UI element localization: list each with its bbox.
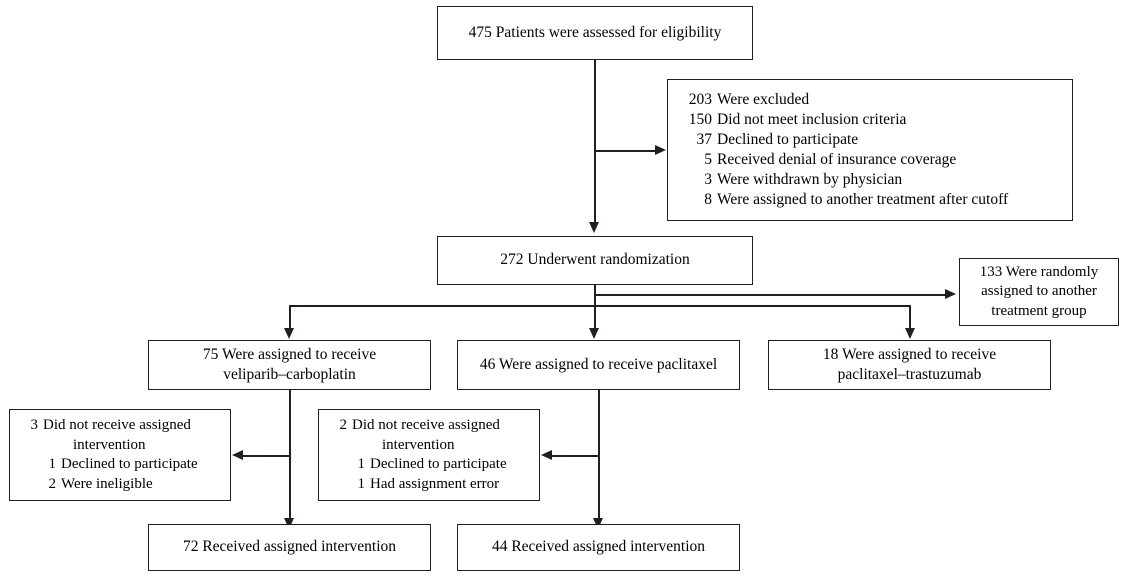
excluded-reason-row: 5 Received denial of insurance coverage xyxy=(678,150,1064,170)
arrowhead-to-arm-paclitaxel-trastuzumab xyxy=(904,328,915,339)
connector-drop-arm-paclitaxel-trastuzumab xyxy=(909,305,911,330)
arrowhead-to-arm-paclitaxel xyxy=(589,328,600,339)
excluded-reason-row: 37 Declined to participate xyxy=(678,130,1064,150)
connector-to-excluded xyxy=(594,150,660,152)
dnr-paclitaxel-reason-row: 1 Declined to participate xyxy=(329,455,531,475)
excluded-reason-row: 3 Were withdrawn by physician xyxy=(678,170,1064,190)
arm-paclitaxel-line1: 46 Were assigned to receive paclitaxel xyxy=(479,355,718,373)
connector-to-dnr-veliparib xyxy=(238,455,290,457)
dnr-veliparib-header-num: 3 xyxy=(30,417,39,433)
connector-to-other-group xyxy=(594,294,949,296)
enrollment-text: 475 Patients were assessed for eligibili… xyxy=(468,23,722,41)
connector-drop-arm-veliparib xyxy=(289,305,291,330)
other-group-line1: 133 Were randomly xyxy=(979,263,1099,280)
randomized-text: 272 Underwent randomization xyxy=(500,251,690,269)
dnr-veliparib-header-cont: intervention xyxy=(20,436,222,456)
dnr-veliparib-reason-num: 2 xyxy=(48,475,57,492)
dnr-veliparib-reason-num: 1 xyxy=(48,456,57,472)
node-dnr-veliparib: 3 Did not receive assigned intervention … xyxy=(9,409,231,501)
dnr-paclitaxel-reason-num: 1 xyxy=(357,456,366,472)
node-other-treatment-group: 133 Were randomly assigned to another tr… xyxy=(959,258,1119,326)
node-received-paclitaxel: 44 Received assigned intervention xyxy=(457,524,740,571)
node-randomized: 272 Underwent randomization xyxy=(437,236,753,285)
arrowhead-to-randomization xyxy=(589,222,600,233)
excluded-reason-label: Received denial of insurance coverage xyxy=(717,151,957,168)
connector-randomization-trunk xyxy=(594,285,596,330)
node-arm-paclitaxel: 46 Were assigned to receive paclitaxel xyxy=(457,340,740,390)
dnr-paclitaxel-header-num: 2 xyxy=(339,417,348,433)
arrowhead-to-other-group xyxy=(945,289,956,300)
dnr-paclitaxel-reason-num: 1 xyxy=(357,475,366,492)
other-group-line2: assigned to another xyxy=(981,283,1097,300)
excluded-header-label: Were excluded xyxy=(717,90,810,108)
excluded-reason-num: 5 xyxy=(704,151,712,168)
dnr-paclitaxel-header-label: Did not receive assigned xyxy=(352,417,500,433)
dnr-paclitaxel-header-cont: intervention xyxy=(329,436,531,456)
arm-paclitaxel-trastuzumab-line1: 18 Were assigned to receive xyxy=(822,345,997,363)
excluded-header: 203 Were excluded xyxy=(678,90,1064,110)
other-group-line3: treatment group xyxy=(991,302,1087,319)
connector-to-dnr-paclitaxel xyxy=(547,455,599,457)
node-arm-veliparib-carboplatin: 75 Were assigned to receive veliparib–ca… xyxy=(148,340,431,390)
arrowhead-to-dnr-veliparib xyxy=(232,450,243,461)
excluded-reason-num: 150 xyxy=(688,110,712,128)
excluded-header-num: 203 xyxy=(688,90,712,108)
node-received-veliparib: 72 Received assigned intervention xyxy=(148,524,431,571)
dnr-veliparib-header: 3 Did not receive assigned xyxy=(20,416,222,436)
excluded-reason-row: 8 Were assigned to another treatment aft… xyxy=(678,190,1064,210)
excluded-reason-row: 150 Did not meet inclusion criteria xyxy=(678,110,1064,130)
arrowhead-to-dnr-paclitaxel xyxy=(541,450,552,461)
arm-veliparib-line2: veliparib–carboplatin xyxy=(223,366,356,383)
dnr-veliparib-reason-row: 1 Declined to participate xyxy=(20,455,222,475)
dnr-veliparib-reason-label: Declined to participate xyxy=(61,456,198,472)
connector-enrollment-trunk xyxy=(594,60,596,224)
arrowhead-to-arm-veliparib xyxy=(284,328,295,339)
arm-veliparib-line1: 75 Were assigned to receive xyxy=(202,345,377,363)
excluded-reason-num: 3 xyxy=(704,171,712,189)
node-enrollment: 475 Patients were assessed for eligibili… xyxy=(437,6,753,60)
arrowhead-to-excluded xyxy=(655,145,666,156)
dnr-paclitaxel-header-label2: intervention xyxy=(382,436,455,453)
excluded-reason-num: 37 xyxy=(696,130,713,148)
arm-paclitaxel-trastuzumab-line2: paclitaxel–trastuzumab xyxy=(837,366,982,383)
excluded-reason-num: 8 xyxy=(704,191,712,209)
excluded-reason-label: Were withdrawn by physician xyxy=(717,171,903,189)
arrowhead-paclitaxel-received xyxy=(593,518,604,529)
excluded-reason-label: Declined to participate xyxy=(717,130,859,148)
dnr-paclitaxel-header: 2 Did not receive assigned xyxy=(329,416,531,436)
dnr-veliparib-header-label2: intervention xyxy=(73,436,146,453)
dnr-paclitaxel-reason-label: Declined to participate xyxy=(370,456,507,472)
dnr-paclitaxel-reason-row: 1 Had assignment error xyxy=(329,475,531,495)
excluded-reason-label: Did not meet inclusion criteria xyxy=(717,110,907,128)
node-excluded: 203 Were excluded 150 Did not meet inclu… xyxy=(667,79,1073,221)
connector-arms-distribution-bar xyxy=(289,305,911,307)
dnr-veliparib-reason-label: Were ineligible xyxy=(61,475,153,492)
dnr-paclitaxel-reason-label: Had assignment error xyxy=(370,475,500,492)
node-dnr-paclitaxel: 2 Did not receive assigned intervention … xyxy=(318,409,540,501)
dnr-veliparib-header-label: Did not receive assigned xyxy=(43,417,191,433)
dnr-veliparib-reason-row: 2 Were ineligible xyxy=(20,475,222,495)
received-veliparib-text: 72 Received assigned intervention xyxy=(182,538,397,556)
received-paclitaxel-text: 44 Received assigned intervention xyxy=(491,538,706,556)
excluded-reason-label: Were assigned to another treatment after… xyxy=(717,191,1009,209)
arrowhead-veliparib-received xyxy=(284,518,295,529)
node-arm-paclitaxel-trastuzumab: 18 Were assigned to receive paclitaxel–t… xyxy=(768,340,1051,390)
